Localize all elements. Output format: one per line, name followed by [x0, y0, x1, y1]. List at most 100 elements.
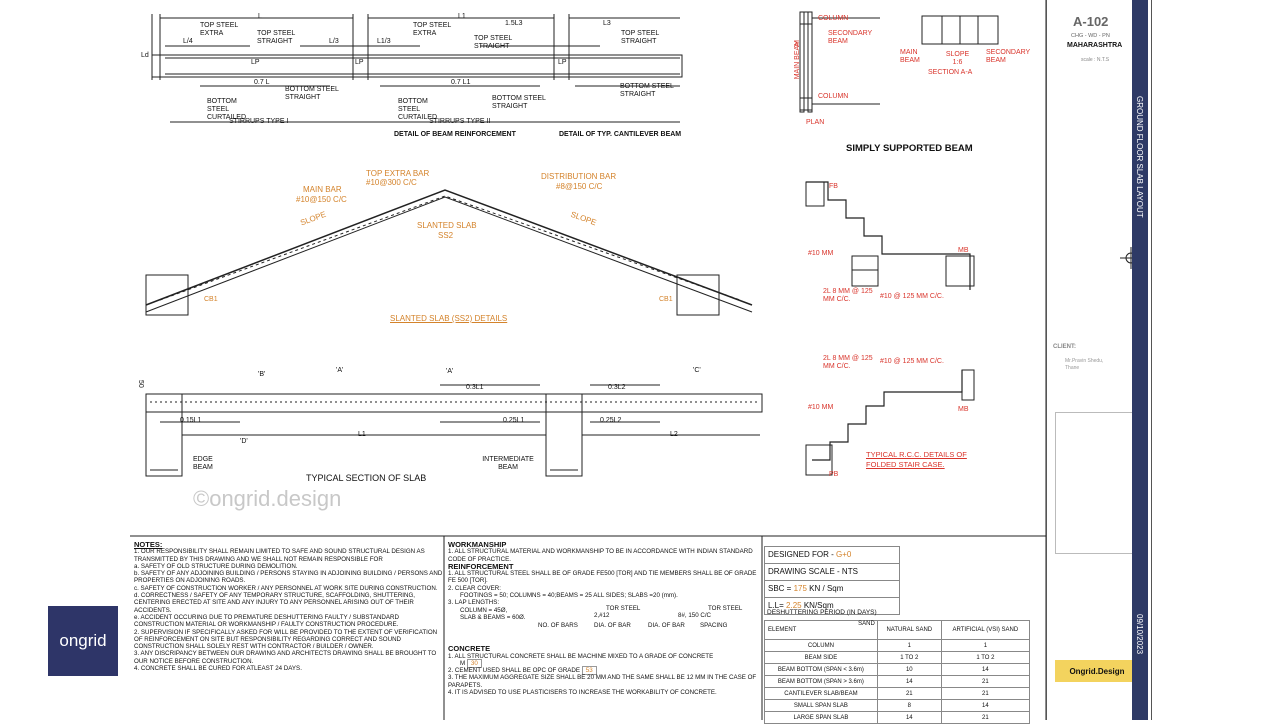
header-natural: NATURAL SAND — [876, 620, 942, 640]
label-b: 'B' — [258, 371, 266, 378]
reinforcement-2: 2. CLEAR COVER: — [448, 584, 501, 592]
dim-l: L — [258, 13, 262, 20]
label-top-extra-bar-spec: #10@300 C/C — [366, 178, 417, 187]
concrete-2: 2. CEMENT USED SHALL BE OPC OF GRADE 53 — [448, 666, 758, 676]
reinforcement-2b: FOOTINGS = 50; COLUMNS = 40;BEAMS = 25 A… — [460, 592, 678, 600]
sbc-value: 175 — [793, 584, 807, 593]
label-intermediate-beam: INTERMEDIATE BEAM — [482, 456, 534, 471]
label-2l8mm-2: 2L 8 MM @ 125 MM C/C. — [823, 355, 873, 370]
label-bottom-straight-3: BOTTOM STEEL STRAIGHT — [620, 83, 674, 98]
workmanship-title: WORKMANSHIP — [448, 540, 507, 549]
label-top-steel-extra-2: TOP STEEL EXTRA — [413, 22, 451, 37]
label-top-steel-extra-1: TOP STEEL EXTRA — [200, 22, 238, 37]
state: MAHARASHTRA — [1067, 42, 1123, 49]
header-element: ELEMENT SAND — [764, 620, 878, 640]
cell: CANTILEVER SLAB/BEAM — [764, 687, 878, 700]
reinforcement-3a: COLUMN = 45Ø, — [460, 606, 508, 614]
cell: BEAM BOTTOM (SPAN < 3.6m) — [764, 663, 878, 676]
title-folded-stair: TYPICAL R.C.C. DETAILS OF FOLDED STAIR C… — [866, 450, 967, 469]
ll-label: L.L= — [768, 601, 784, 610]
dim-15l3: 1.5L3 — [505, 20, 523, 27]
label-fb: FB — [829, 183, 838, 190]
dim-07l1: 0.7 L1 — [451, 79, 471, 86]
label-a-2s: 'A' — [446, 368, 454, 375]
revision-box — [1055, 412, 1141, 554]
cell: 14 — [940, 699, 1031, 712]
label-10-125-1: #10 @ 125 MM C/C. — [880, 293, 944, 300]
dia-of-bar-1: DIA. OF BAR — [594, 622, 631, 630]
label-cb1-right: CB1 — [659, 296, 673, 303]
label-distribution-bar-spec: #8@150 C/C — [556, 182, 603, 191]
cell: BEAM SIDE — [764, 651, 878, 664]
deshuttering-title: DESHUTTERING PERIOD (IN DAYS) — [767, 609, 877, 616]
workmanship-block: WORKMANSHIP 1. ALL STRUCTURAL MATERIAL A… — [448, 541, 758, 696]
label-10-125-2: #10 @ 125 MM C/C. — [880, 358, 944, 365]
label-ss2: SS2 — [438, 231, 454, 240]
caption-beam-reinforcement: DETAIL OF BEAM REINFORCEMENT — [394, 131, 516, 138]
label-top-extra-bar: TOP EXTRA BAR — [366, 169, 430, 178]
dim-L2: L2 — [670, 431, 678, 438]
label-secondary-beam: SECONDARY BEAM — [828, 30, 873, 45]
design-data-box: DESIGNED FOR - G+0 DRAWING SCALE - NTS S… — [764, 546, 900, 615]
label-a-1s: 'A' — [336, 367, 344, 374]
ll-unit: KN/Sqm — [803, 601, 834, 610]
dim-ld: Ld — [141, 52, 149, 59]
cell: BEAM BOTTOM (SPAN > 3.6m) — [764, 675, 878, 688]
cell: 14 — [876, 711, 942, 724]
cell: 21 — [940, 675, 1031, 688]
dim-03l1: 0.3L1 — [466, 384, 484, 391]
dim-025l2: 0.25L2 — [600, 417, 622, 424]
label-d: 'D' — [240, 438, 248, 445]
drawing-scale: DRAWING SCALE - NTS — [765, 564, 899, 581]
designed-for-value: G+0 — [836, 550, 852, 559]
sbc-row: SBC = 175 KN / Sqm — [765, 581, 899, 598]
reinforcement-3b: SLAB & BEAMS = 60Ø. — [460, 613, 526, 621]
caption-cantilever-beam: DETAIL OF TYP. CANTILEVER BEAM — [559, 131, 682, 138]
label-main-bar: MAIN BAR — [303, 185, 342, 194]
concrete-grade-value: 30 — [466, 658, 482, 668]
dim-03l2: 0.3L2 — [608, 384, 626, 391]
label-column-2: COLUMN — [818, 93, 849, 100]
concrete-m: M — [460, 659, 466, 667]
label-10mm-1: #10 MM — [808, 250, 834, 257]
tor-steel-2: TOR STEEL — [708, 605, 743, 613]
cell: 21 — [940, 687, 1031, 700]
example-1: 2,#12 — [594, 612, 610, 620]
notes-title: NOTES: — [134, 540, 163, 549]
dim-l1-3: L1/3 — [377, 38, 391, 45]
cell: 14 — [876, 675, 942, 688]
header-element-label: ELEMENT — [768, 627, 797, 633]
dim-015l1: 0.15L1 — [180, 417, 202, 424]
label-stirrups-1: STIRRUPS TYPE I — [229, 118, 289, 125]
client-name: Mr.Pravin Shedu, — [1065, 358, 1104, 364]
dia-of-bar-2: DIA. OF BAR — [648, 622, 685, 630]
label-secondary-beam-2: SECONDARY BEAM — [986, 49, 1031, 64]
concrete-2-text: 2. CEMENT USED SHALL BE OPC OF GRADE — [448, 667, 581, 675]
dim-l4: L/4 — [183, 38, 193, 45]
brand-logo: Ongrid.Design — [1055, 660, 1139, 682]
header-sand-label: SAND — [858, 621, 875, 627]
dim-l3: L3 — [603, 20, 611, 27]
cement-grade-value: 53 — [581, 666, 597, 676]
client-city: Thane — [1065, 365, 1080, 371]
note-c: c. SAFETY OF CONSTRUCTION WORKER / ANY P… — [134, 584, 438, 592]
cell: SMALL SPAN SLAB — [764, 699, 878, 712]
label-top-steel-straight-2: TOP STEEL STRAIGHT — [474, 35, 512, 50]
label-slope: SLOPE 1:6 — [945, 51, 970, 66]
cell: 14 — [940, 663, 1031, 676]
label-mb-1: MB — [958, 247, 969, 254]
dim-lp-3: LP — [558, 59, 567, 66]
sbc-label: SBC = — [768, 584, 792, 593]
label-bottom-straight-1: BOTTOM STEEL STRAIGHT — [285, 86, 339, 101]
example-2: 8#, 150 C/C — [678, 612, 712, 620]
label-10mm-2: #10 MM — [808, 404, 834, 411]
reinforcement-3: 3. LAP LENGTHS: — [448, 599, 500, 607]
cell: 1 — [876, 639, 942, 652]
drawing-title: GROUND FLOOR SLAB LAYOUT — [1135, 96, 1144, 218]
